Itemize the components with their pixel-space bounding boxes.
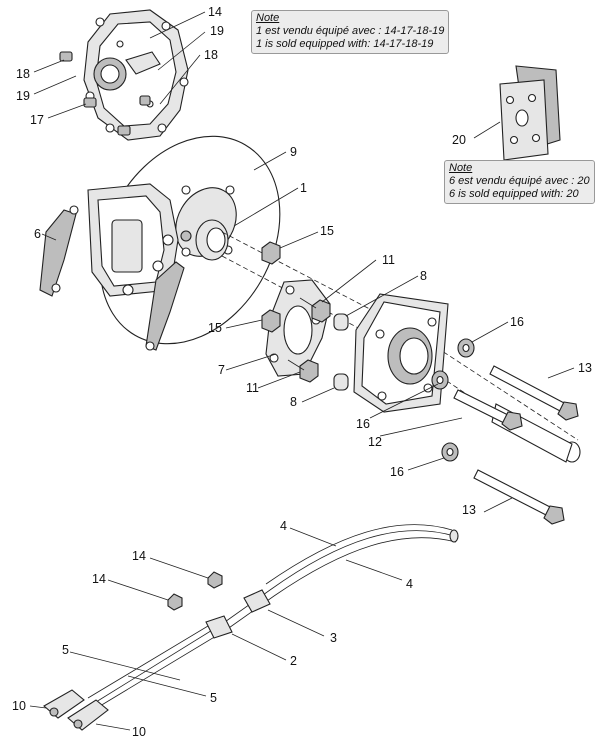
callout-17: 17 [30,113,44,127]
callout-4: 4 [406,577,413,591]
callout-12: 12 [368,435,382,449]
note-line-en: 6 is sold equipped with: 20 [449,188,579,200]
callout-16: 16 [510,315,524,329]
callout-18: 18 [204,48,218,62]
long-bolts [453,365,579,525]
note-title: Note [449,162,473,174]
callout-10: 10 [132,725,146,739]
callout-13: 13 [578,361,592,375]
callout-11: 11 [382,253,395,267]
callout-4: 4 [280,519,287,533]
caliper [39,183,229,351]
hydraulic-lines [43,524,459,731]
callout-19: 19 [210,24,224,38]
callout-8: 8 [290,395,297,409]
hub-assembly [59,9,189,141]
callout-15: 15 [208,321,222,335]
callout-19: 19 [16,89,30,103]
callout-11: 11 [246,381,259,395]
callout-10: 10 [12,699,26,713]
note-title: Note [256,12,280,24]
note-line-fr: 6 est vendu équipé avec : 20 [449,175,590,187]
callout-14: 14 [208,5,222,19]
small-hardware [261,241,475,462]
note-line-fr: 1 est vendu équipé avec : 14-17-18-19 [256,25,445,37]
callout-1: 1 [300,181,307,195]
callout-8: 8 [420,269,427,283]
note-hub-equipment: Note 1 est vendu équipé avec : 14-17-18-… [251,10,450,54]
callout-7: 7 [218,363,225,377]
callout-16: 16 [390,465,404,479]
callout-9: 9 [290,145,297,159]
brake-pad [499,65,561,161]
note-caliper-equipment: Note 6 est vendu équipé avec : 20 6 is s… [444,160,595,204]
callout-5: 5 [62,643,69,657]
bearing-block [353,293,449,413]
callout-16: 16 [356,417,370,431]
callout-13: 13 [462,503,476,517]
callout-14: 14 [132,549,146,563]
callout-15: 15 [320,224,334,238]
callout-14: 14 [92,572,106,586]
callout-5: 5 [210,691,217,705]
leader-lines [29,11,575,731]
callout-2: 2 [290,654,297,668]
callout-20: 20 [452,133,466,147]
callout-18: 18 [16,67,30,81]
callout-6: 6 [34,227,41,241]
callout-labels: 14 19 18 18 19 17 20 9 1 6 15 11 8 16 15… [12,5,592,739]
callout-3: 3 [330,631,337,645]
note-line-en: 1 is sold equipped with: 14-17-18-19 [256,38,434,50]
